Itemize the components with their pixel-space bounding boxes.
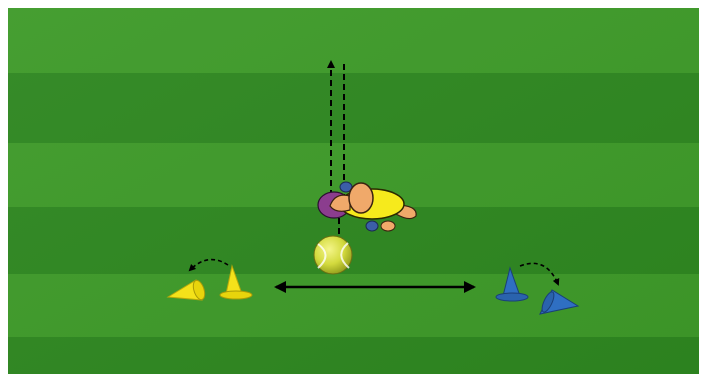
blue-cone-icon <box>495 266 529 302</box>
yellow-cone-icon <box>166 279 206 301</box>
curved-dashed-arrow-icon <box>519 262 560 286</box>
pitch <box>8 8 699 374</box>
yellow-cone-icon <box>219 264 253 300</box>
tennis-ball-icon <box>313 235 353 275</box>
curved-dashed-arrow-icon <box>188 258 229 272</box>
player-topdown-icon <box>317 181 417 232</box>
blue-cone-icon <box>539 289 580 315</box>
